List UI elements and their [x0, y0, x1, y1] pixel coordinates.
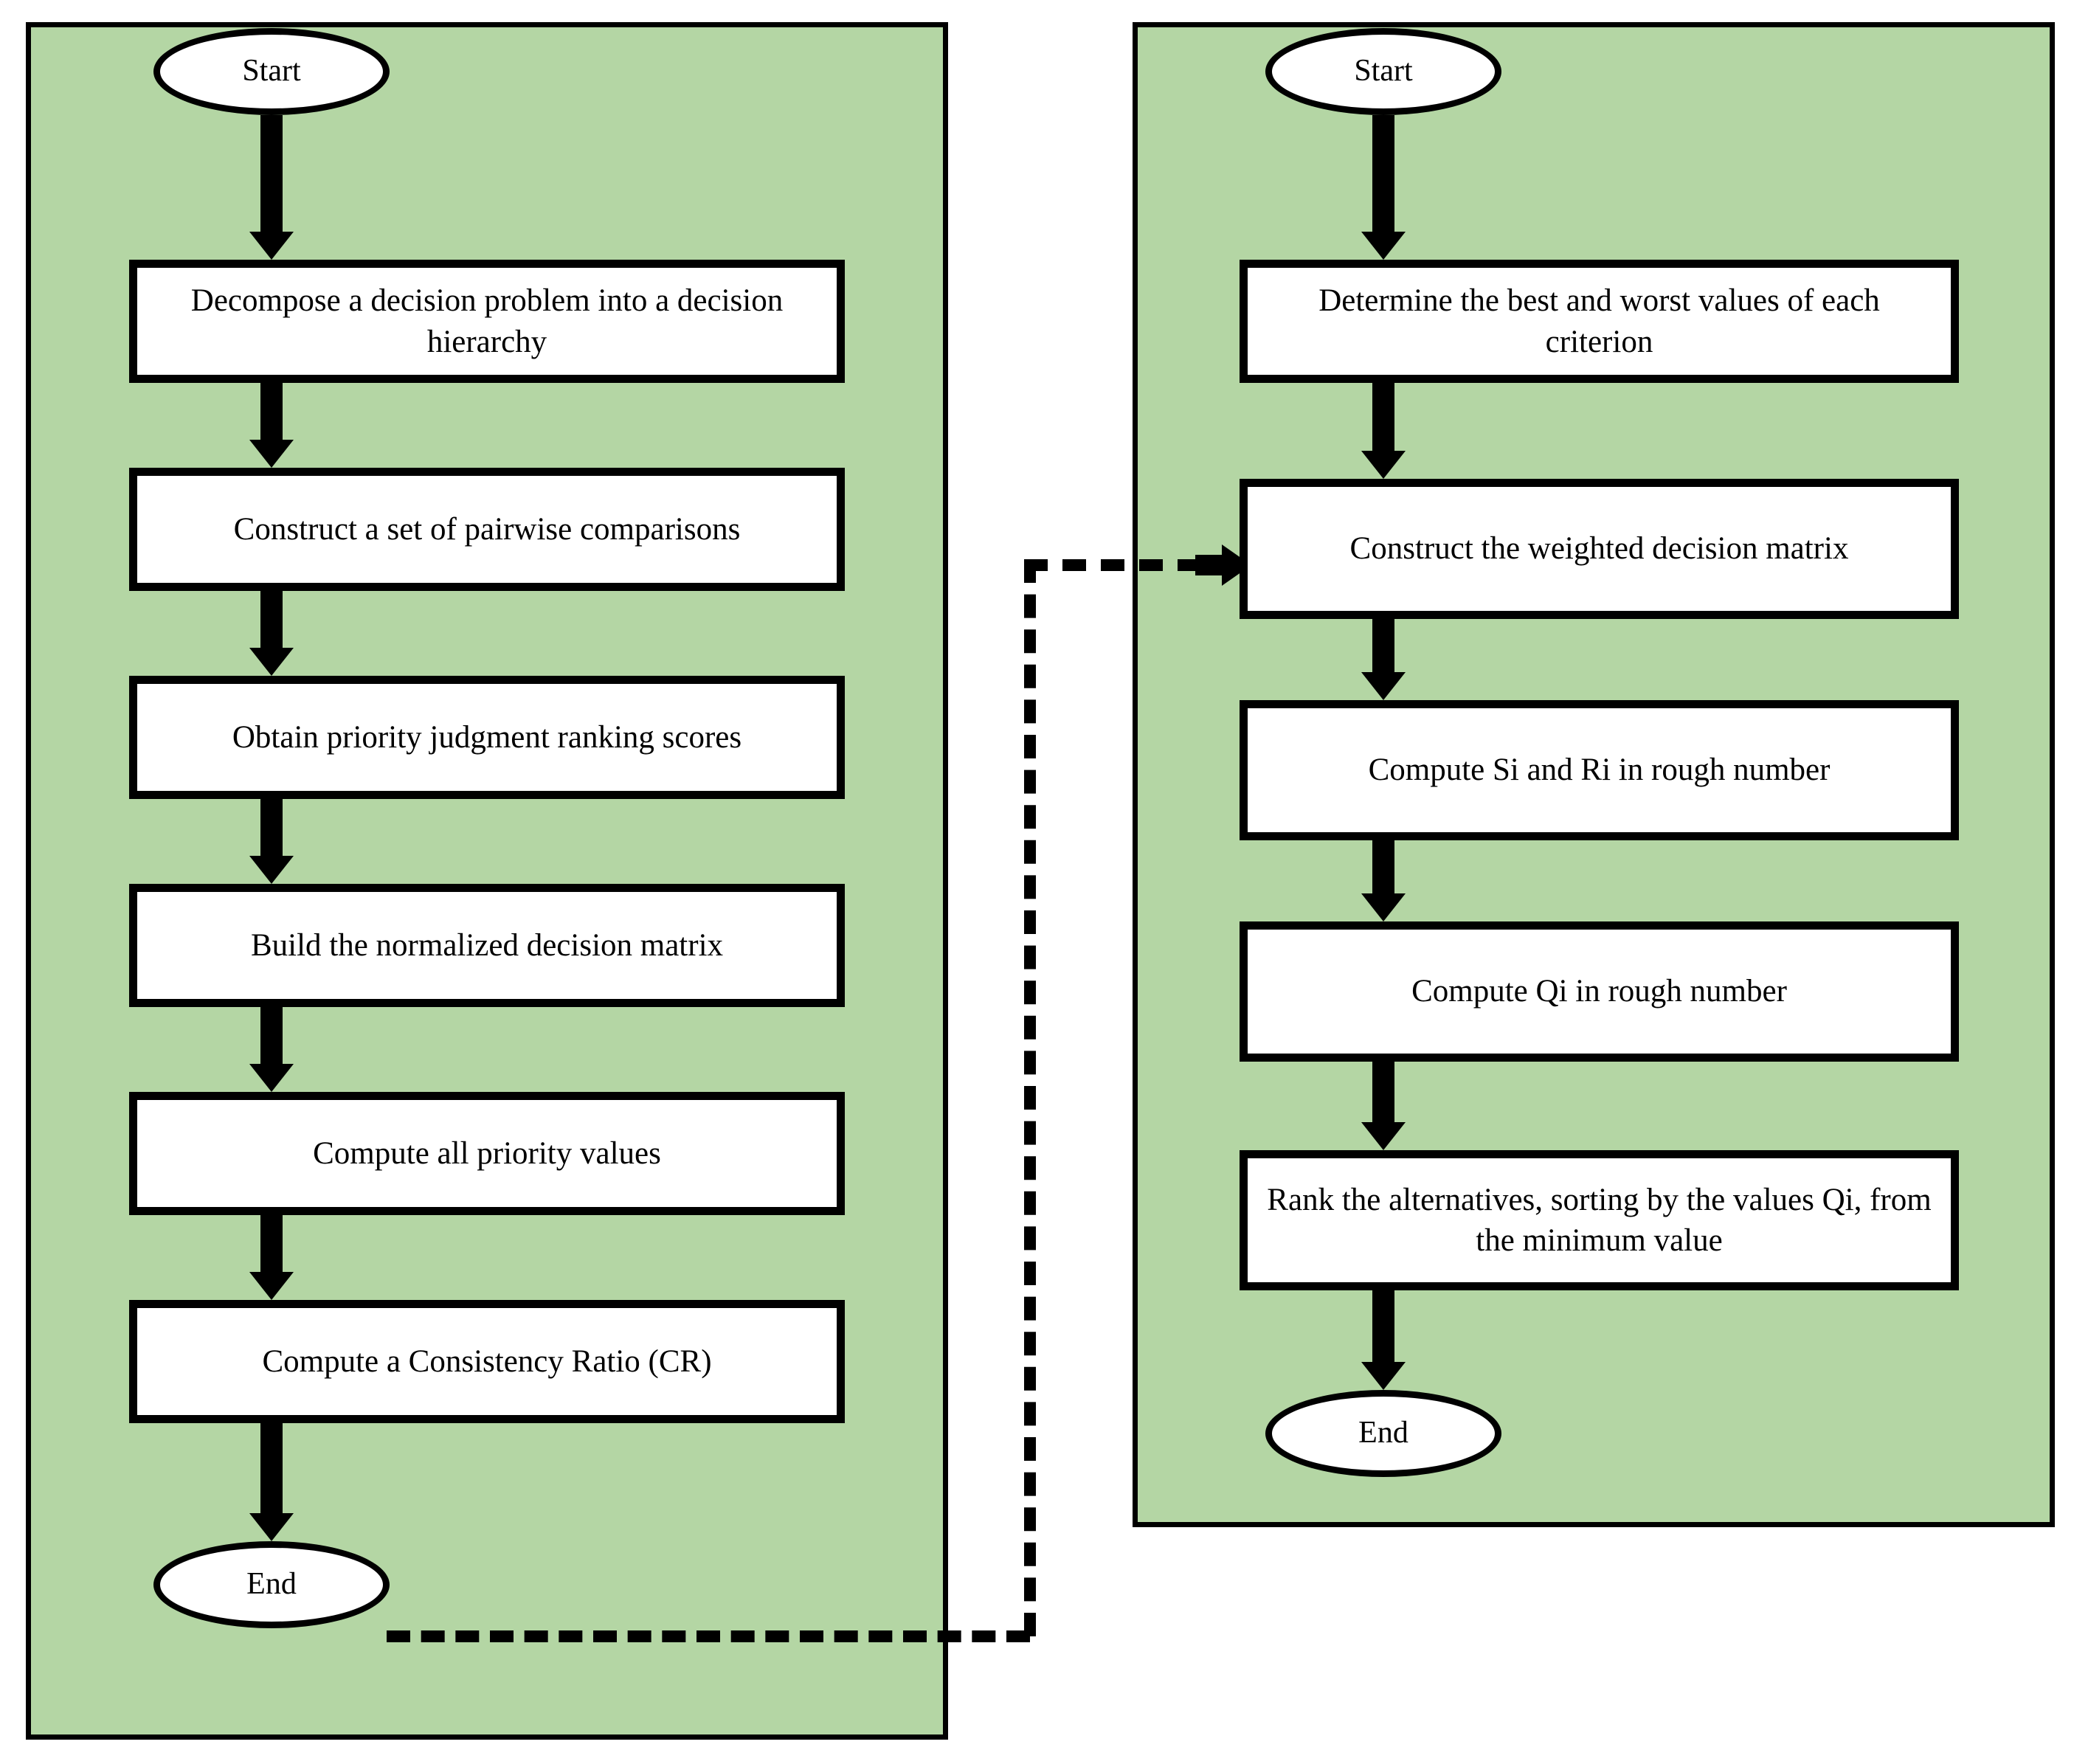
right-step-5[interactable]: Rank the alternatives, sorting by the va… [1240, 1150, 1959, 1290]
left-step-4-label: Build the normalized decision matrix [250, 927, 724, 963]
arrow-left-step3-to-step4 [249, 799, 294, 884]
right-step-5-label: Rank the alternatives, sorting by the va… [1267, 1182, 1932, 1258]
left-start-label: Start [242, 54, 301, 89]
left-step-3-label: Obtain priority judgment ranking scores [232, 719, 742, 755]
left-step-6-label: Compute a Consistency Ratio (CR) [262, 1343, 712, 1379]
arrow-right-step2-to-step3 [1361, 619, 1406, 700]
left-step-4[interactable]: Build the normalized decision matrix [129, 884, 845, 1007]
feedback-dashed-segment-vertical [1024, 559, 1036, 1636]
left-step-3[interactable]: Obtain priority judgment ranking scores [129, 676, 845, 799]
right-end-label: End [1358, 1416, 1408, 1450]
left-end-label: End [246, 1567, 297, 1602]
arrow-left-step6-to-end [249, 1423, 294, 1541]
arrow-right-step5-to-end [1361, 1290, 1406, 1390]
left-step-1[interactable]: Decompose a decision problem into a deci… [129, 260, 845, 383]
right-step-4-label: Compute Qi in rough number [1411, 974, 1787, 1009]
feedback-dashed-segment-top [1024, 559, 1201, 571]
right-step-1[interactable]: Determine the best and worst values of e… [1240, 260, 1959, 383]
arrow-left-step5-to-step6 [249, 1215, 294, 1300]
arrow-right-step1-to-step2 [1361, 383, 1406, 479]
feedback-dashed-segment-bottom [387, 1630, 1030, 1642]
left-step-5-label: Compute all priority values [313, 1135, 661, 1171]
left-step-2[interactable]: Construct a set of pairwise comparisons [129, 468, 845, 591]
right-step-2[interactable]: Construct the weighted decision matrix [1240, 479, 1959, 619]
arrow-right-step3-to-step4 [1361, 840, 1406, 921]
right-end-node[interactable]: End [1265, 1390, 1501, 1477]
right-step-3[interactable]: Compute Si and Ri in rough number [1240, 700, 1959, 840]
arrow-left-start-to-step1 [249, 115, 294, 260]
left-step-1-label: Decompose a decision problem into a deci… [190, 283, 784, 359]
right-step-3-label: Compute Si and Ri in rough number [1368, 753, 1831, 788]
arrow-left-step1-to-step2 [249, 383, 294, 468]
right-step-2-label: Construct the weighted decision matrix [1349, 531, 1849, 567]
left-step-5[interactable]: Compute all priority values [129, 1092, 845, 1215]
right-start-label: Start [1354, 54, 1413, 89]
left-start-node[interactable]: Start [153, 28, 390, 115]
right-step-4[interactable]: Compute Qi in rough number [1240, 921, 1959, 1062]
left-step-6[interactable]: Compute a Consistency Ratio (CR) [129, 1300, 845, 1423]
arrow-left-step4-to-step5 [249, 1007, 294, 1092]
arrow-right-step4-to-step5 [1361, 1062, 1406, 1150]
right-start-node[interactable]: Start [1265, 28, 1501, 115]
arrow-left-step2-to-step3 [249, 591, 294, 676]
right-step-1-label: Determine the best and worst values of e… [1318, 283, 1880, 359]
arrow-right-start-to-step1 [1361, 115, 1406, 260]
left-step-2-label: Construct a set of pairwise comparisons [233, 511, 741, 547]
left-end-node[interactable]: End [153, 1541, 390, 1628]
